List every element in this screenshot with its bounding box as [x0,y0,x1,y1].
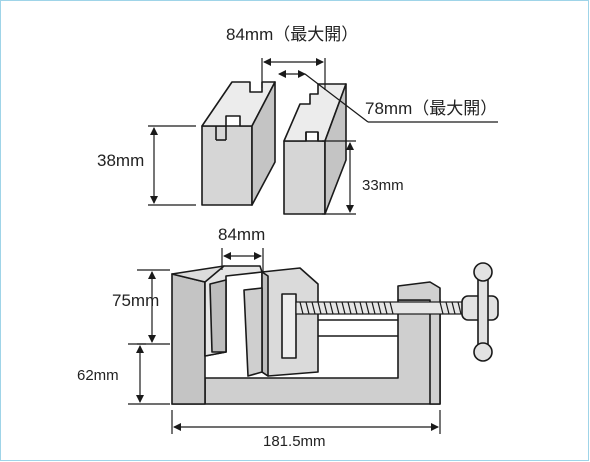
dim-base-height [128,343,170,405]
label-jaw-height: 38mm [97,151,144,170]
label-jaw-open-inner: 78mm（最大開） [365,99,497,118]
dim-jaw-open-inner [278,70,498,123]
left-jaw [201,81,276,206]
vise-body-illustration [171,265,441,405]
dim-jaw-height [148,125,196,206]
right-jaw [283,83,347,215]
handle-t-bar [461,262,499,362]
dim-jaw-open-top [261,58,326,90]
label-jaw-depth: 33mm [362,177,404,194]
jaw-pair-illustration [201,81,347,215]
dim-jaw-depth [322,140,356,215]
label-vise-height: 75mm [112,291,159,310]
label-base-height: 62mm [77,367,119,384]
label-overall-length: 181.5mm [263,433,326,450]
lead-screw [295,301,465,315]
dim-jaw-width [221,248,264,272]
dim-overall-length [171,410,441,434]
label-jaw-width: 84mm [218,225,265,244]
label-jaw-open-top: 84mm（最大開） [226,25,358,44]
